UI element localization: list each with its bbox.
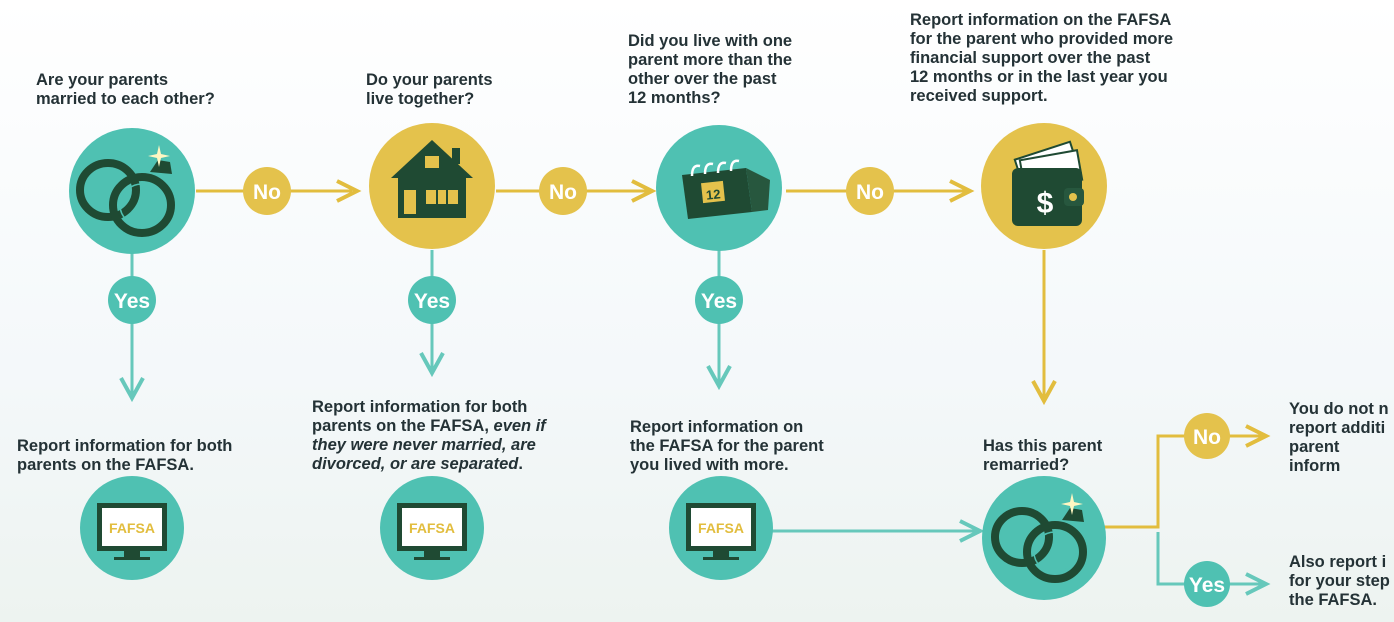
result-r2-italic: even if they were never married, are div… (312, 417, 546, 473)
question-parent-remarried: Has this parent remarried? (983, 437, 1103, 474)
no-badge-2 (539, 167, 587, 215)
question-lived-with-one-parent: Did you live with one parent more than t… (628, 32, 793, 107)
result-report-both-parents: Report information for both parents on t… (17, 437, 233, 474)
wedding-rings-icon (991, 493, 1087, 583)
computer-monitor-icon: FAFSA (97, 503, 167, 560)
wedding-rings-icon (76, 145, 175, 237)
computer-monitor-icon: FAFSA (686, 503, 756, 560)
calendar-icon: 12 (682, 159, 770, 219)
node-lived-with: 12 (656, 125, 782, 251)
fafsa-screen-label-3: FAFSA (698, 520, 744, 536)
result-screen-1: FAFSA (80, 476, 184, 580)
no-badge-1 (243, 167, 291, 215)
connector-screen3-q5 (770, 519, 985, 543)
no-badge-3-label: No (856, 181, 884, 204)
connector-q2-yes: Yes (408, 250, 456, 378)
instruction-financial-support: Report information on the FAFSA for the … (910, 11, 1174, 105)
yes-badge-1 (108, 276, 156, 324)
result-r2-end: . (518, 455, 523, 473)
question-parents-married: Are your parents married to each other? (36, 71, 215, 108)
connector-q3-q4: No (786, 167, 975, 215)
result-report-both-parents-even-if: Report information for both parents on t… (312, 398, 546, 474)
wallet-icon: $ (1012, 140, 1084, 226)
no-badge-4-label: No (1193, 426, 1221, 449)
node-remarried (982, 476, 1106, 600)
fafsa-screen-label-1: FAFSA (109, 520, 155, 536)
yes-badge-1-label: Yes (114, 290, 150, 313)
no-badge-2-label: No (549, 181, 577, 204)
connector-q2-q3: No (496, 167, 657, 215)
fafsa-screen-label-2: FAFSA (409, 520, 455, 536)
no-badge-4 (1184, 413, 1230, 459)
yes-badge-4-label: Yes (1189, 574, 1225, 597)
result-r2-text: Report information for both parents on t… (312, 398, 528, 435)
result-screen-2: FAFSA (380, 476, 484, 580)
yes-badge-3 (695, 276, 743, 324)
connector-q3-yes: Yes (695, 250, 743, 391)
node-married (69, 128, 195, 254)
yes-badge-3-label: Yes (701, 290, 737, 313)
question-parents-live-together: Do your parents live together? (366, 71, 493, 108)
no-badge-1-label: No (253, 181, 281, 204)
result-also-report-stepparent: Also report i for your step the FAFSA. (1289, 553, 1390, 609)
house-icon (391, 140, 473, 218)
yes-badge-2-label: Yes (414, 290, 450, 313)
yes-badge-2 (408, 276, 456, 324)
calendar-day-label: 12 (705, 186, 721, 202)
result-no-stepparent-info: You do not n report additi parent inform (1289, 400, 1389, 475)
node-live-together (369, 123, 495, 249)
node-financial-support: $ (981, 123, 1107, 249)
connector-q1-yes: Yes (108, 250, 156, 403)
result-screen-3: FAFSA (669, 476, 773, 580)
no-badge-3 (846, 167, 894, 215)
computer-monitor-icon: FAFSA (397, 503, 467, 560)
result-report-parent-lived-with: Report information on the FAFSA for the … (630, 418, 824, 474)
connector-q5-branch: No Yes (1104, 413, 1271, 607)
wallet-symbol: $ (1037, 187, 1054, 220)
connector-q4-q5 (1031, 250, 1057, 406)
connector-q1-q2: No (196, 167, 362, 215)
yes-badge-4 (1184, 561, 1230, 607)
